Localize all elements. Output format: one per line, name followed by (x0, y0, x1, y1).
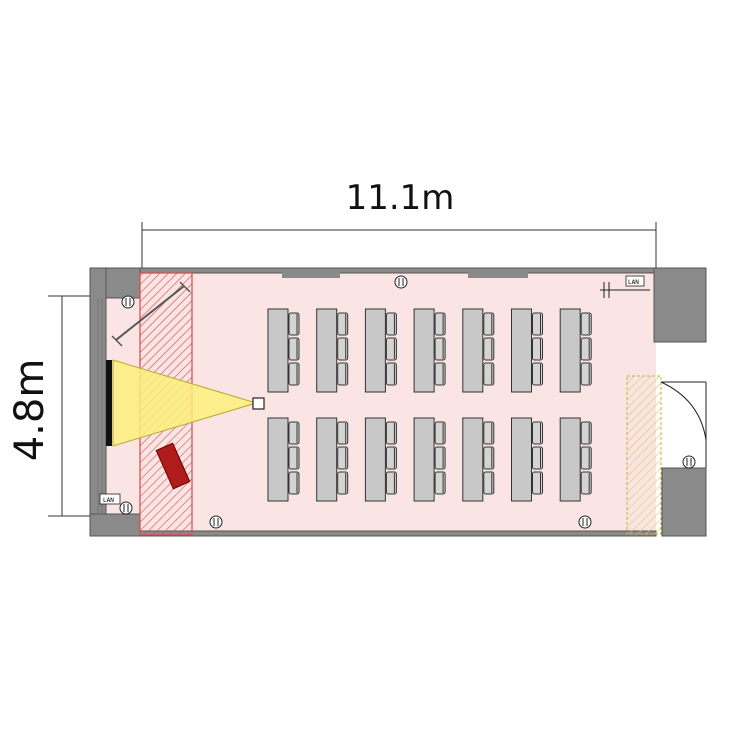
table (413, 417, 435, 502)
lan-label-bottom: LAN (103, 497, 114, 504)
table-with-chairs (559, 417, 592, 502)
table-with-chairs (413, 308, 446, 393)
table-with-chairs (316, 308, 349, 393)
table-with-chairs (511, 308, 543, 393)
table (364, 308, 386, 393)
table-with-chairs (462, 417, 495, 502)
projection-beam (112, 359, 258, 447)
outlet-icon (394, 275, 408, 289)
width-dimension-label: 11.1m (345, 178, 455, 218)
door-zone (626, 375, 662, 535)
outlet-icon (578, 515, 592, 529)
table (267, 308, 289, 393)
window-piers (282, 272, 528, 278)
width-dimension-line (141, 222, 657, 270)
outlet-icon (119, 501, 133, 515)
projector[interactable] (252, 397, 265, 410)
outlet-icons (119, 275, 696, 529)
table (511, 308, 532, 393)
lan-port-top: LAN (600, 275, 650, 298)
table-with-chairs (316, 417, 349, 502)
table (364, 417, 386, 502)
outlet-icon (682, 455, 696, 469)
lan-label-top: LAN (628, 279, 639, 286)
table (559, 417, 581, 502)
table-with-chairs (511, 417, 543, 502)
tables-layer (267, 308, 592, 502)
table-with-chairs (364, 308, 397, 393)
table-with-chairs (364, 417, 397, 502)
table (267, 417, 289, 502)
outlet-icon (121, 295, 135, 309)
lan-port-bottom: LAN (99, 493, 121, 505)
table-with-chairs (462, 308, 495, 393)
table (316, 308, 338, 393)
height-dimension-text: 4.8m (7, 358, 53, 462)
table-with-chairs (267, 417, 300, 502)
table-with-chairs (413, 417, 446, 502)
window-frame (97, 298, 103, 514)
table-with-chairs (267, 308, 300, 393)
screen-stand (111, 281, 191, 347)
table (462, 417, 484, 502)
table (462, 308, 484, 393)
projection-screen (106, 360, 112, 446)
table (413, 308, 435, 393)
door[interactable] (660, 381, 707, 468)
height-dimension-line (48, 295, 92, 517)
table (559, 308, 581, 393)
podium[interactable] (155, 442, 191, 490)
table (316, 417, 338, 502)
outlet-icon (209, 515, 223, 529)
table (511, 417, 532, 502)
table-with-chairs (559, 308, 592, 393)
height-dimension-label: 4.8m (0, 340, 60, 480)
